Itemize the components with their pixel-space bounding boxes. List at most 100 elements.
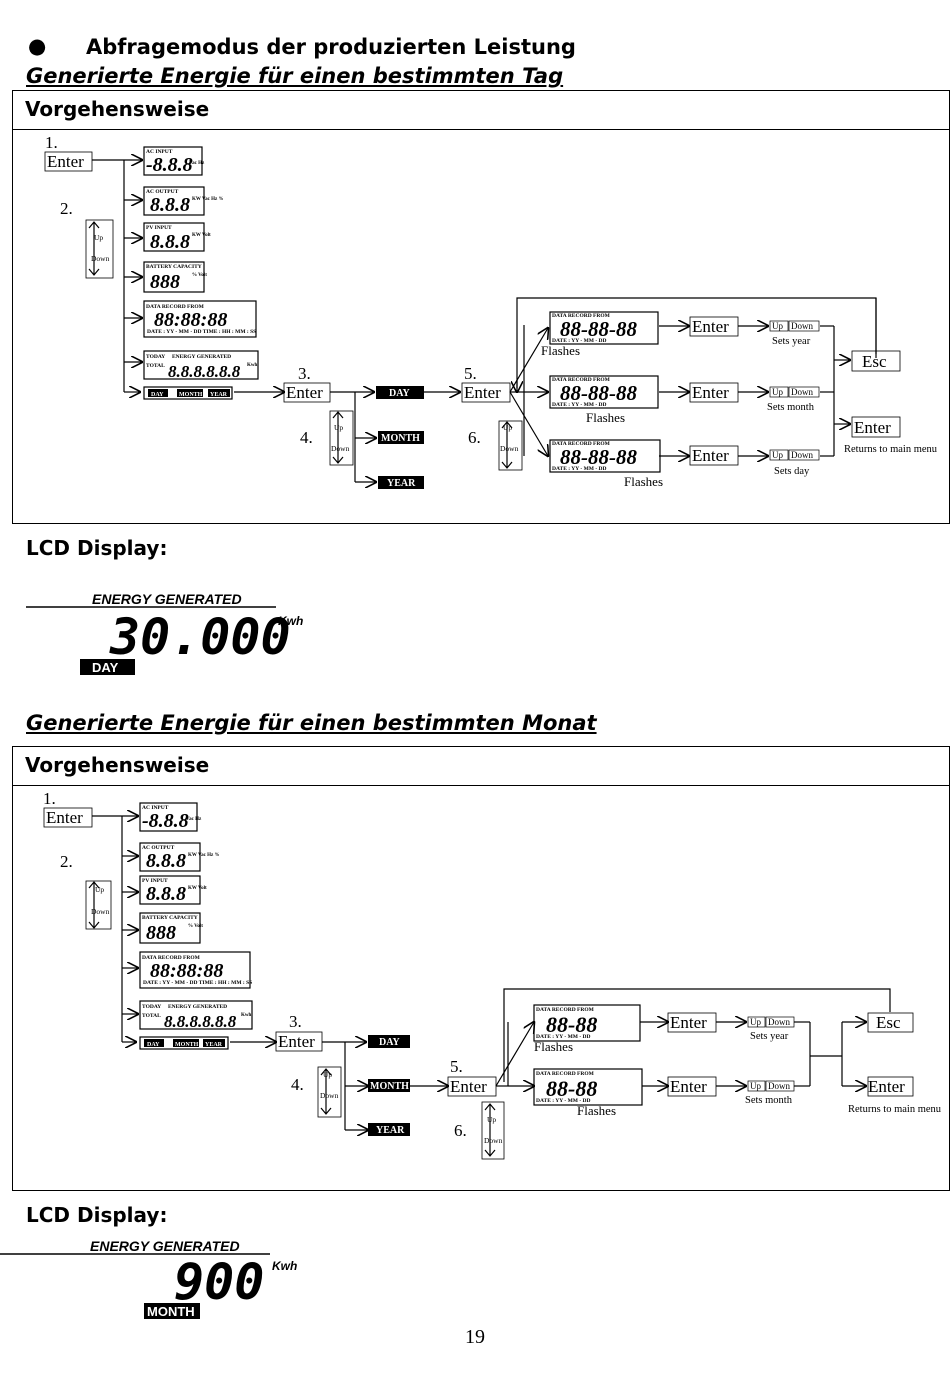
lcd-label: DATA RECORD FROM <box>536 1071 595 1077</box>
down-button[interactable]: Down <box>791 387 813 397</box>
year-button[interactable]: YEAR <box>376 1125 405 1136</box>
day-lcd-display: ENERGY GENERATED 30.000 Kwh DAY <box>26 591 303 675</box>
day-button[interactable]: DAY <box>379 1037 401 1048</box>
step-5: 5. <box>450 1057 463 1076</box>
lcd-label: PV INPUT <box>142 878 168 884</box>
sets-year: Sets year <box>750 1031 789 1042</box>
up-label: Up <box>503 423 512 432</box>
lcd-unit: % Volt <box>192 273 207 278</box>
lcd-label: DATA RECORD FROM <box>536 1007 595 1013</box>
lcd-display-heading: LCD Display: <box>26 1203 168 1227</box>
lcd-label: DATE : YY - MM - DD TIME : HH : MM : SS <box>143 980 252 986</box>
up-label: Up <box>487 1115 496 1124</box>
up-button[interactable]: Up <box>772 321 783 331</box>
lcd-label: DATE : YY - MM - DD <box>552 402 607 408</box>
lcd-label: AC OUTPUT <box>146 189 179 195</box>
step-2: 2. <box>60 852 73 871</box>
lcd-label: AC INPUT <box>142 805 169 811</box>
lcd-unit: Kwh <box>272 1259 297 1273</box>
enter-button-1[interactable]: Enter <box>47 152 84 171</box>
down-button[interactable]: Down <box>791 321 813 331</box>
sets-day: Sets day <box>774 466 810 477</box>
lcd-label: TOTAL <box>142 1013 161 1019</box>
flashes-label: Flashes <box>577 1103 616 1118</box>
sets-month: Sets month <box>767 402 815 413</box>
sets-year: Sets year <box>772 336 811 347</box>
day-procedure-frame: Vorgehensweise <box>12 90 950 524</box>
up-button[interactable]: Up <box>772 387 783 397</box>
down-label: Down <box>320 1091 339 1100</box>
down-button[interactable]: Down <box>768 1017 790 1027</box>
year-button[interactable]: YEAR <box>387 478 416 489</box>
sets-month: Sets month <box>745 1095 793 1106</box>
up-button[interactable]: Up <box>772 450 783 460</box>
step-3: 3. <box>298 364 311 383</box>
enter-button-3[interactable]: Enter <box>278 1032 315 1051</box>
lcd-label: DATA RECORD FROM <box>146 304 205 310</box>
lcd-label: ENERGY GENERATED <box>172 354 231 360</box>
step-1: 1. <box>45 133 58 152</box>
lcd-digits: 88-88-88 <box>560 381 637 405</box>
up-button[interactable]: Up <box>750 1081 761 1091</box>
down-label: Down <box>91 254 110 263</box>
procedure-title: Vorgehensweise <box>25 97 210 121</box>
down-button[interactable]: Down <box>768 1081 790 1091</box>
lcd-label: TODAY <box>142 1004 161 1010</box>
lcd-unit: KW Volt <box>192 233 211 238</box>
lcd-label: BATTERY CAPACITY <box>146 264 202 270</box>
enter-button-5[interactable]: Enter <box>450 1077 487 1096</box>
enter-day[interactable]: Enter <box>692 446 729 465</box>
lcd-label: PV INPUT <box>146 225 172 231</box>
lcd-digits: 8.8.8.8.8.8 <box>168 362 241 381</box>
flashes-label: Flashes <box>586 410 625 425</box>
step-1: 1. <box>43 789 56 808</box>
enter-month[interactable]: Enter <box>670 1077 707 1096</box>
enter-button-3[interactable]: Enter <box>286 383 323 402</box>
tab-month: MONTH <box>175 1042 199 1048</box>
lcd-digits: 88-88-88 <box>560 445 637 469</box>
lcd-display-heading: LCD Display: <box>26 536 168 560</box>
enter-button-1[interactable]: Enter <box>46 808 83 827</box>
enter-year[interactable]: Enter <box>670 1013 707 1032</box>
lcd-digits: 88-88-88 <box>560 317 637 341</box>
month-procedure-frame: Vorgehensweise <box>12 746 950 1191</box>
month-button[interactable]: MONTH <box>370 1081 409 1092</box>
lcd-unit: Kwh <box>278 614 303 628</box>
up-button[interactable]: Up <box>750 1017 761 1027</box>
enter-year[interactable]: Enter <box>692 317 729 336</box>
step-4: 4. <box>300 428 313 447</box>
lcd-digits: -8.8.8 <box>142 810 189 832</box>
enter-month[interactable]: Enter <box>692 383 729 402</box>
day-button[interactable]: DAY <box>389 388 411 399</box>
month-flow-diagram: 1. 2. 3. 4. 5. 6. Enter Enter Enter Ente… <box>43 789 942 1160</box>
returns-label: Returns to main menu <box>844 444 938 455</box>
down-button[interactable]: Down <box>791 450 813 460</box>
lcd-digits: 8.8.8 <box>150 194 190 216</box>
lcd-label: DATA RECORD FROM <box>552 377 611 383</box>
step-2: 2. <box>60 199 73 218</box>
flashes-label: Flashes <box>624 474 663 489</box>
lcd-unit: KW Vac Hz % <box>192 197 223 202</box>
lcd-digits: 8.8.8 <box>146 883 186 905</box>
enter-final[interactable]: Enter <box>854 418 891 437</box>
lcd-unit: % Volt <box>188 924 203 929</box>
esc-button[interactable]: Esc <box>862 352 887 371</box>
lcd-label: ENERGY GENERATED <box>90 1238 240 1254</box>
lcd-label: DATA RECORD FROM <box>142 955 201 961</box>
month-button[interactable]: MONTH <box>381 433 420 444</box>
lcd-label: TODAY <box>146 354 165 360</box>
esc-button[interactable]: Esc <box>876 1013 901 1032</box>
tab-year: YEAR <box>205 1042 223 1048</box>
lcd-unit: Vac Hz <box>189 161 205 166</box>
lcd-digits: 88:88:88 <box>150 960 223 982</box>
enter-button-5[interactable]: Enter <box>464 383 501 402</box>
lcd-label: DATE : YY - MM - DD <box>536 1034 591 1040</box>
lcd-label: DATE : YY - MM - DD <box>536 1098 591 1104</box>
day-heading: Generierte Energie für einen bestimmten … <box>26 64 564 88</box>
tab-year: YEAR <box>210 392 228 398</box>
lcd-unit: KW Volt <box>188 886 207 891</box>
lcd-label: ENERGY GENERATED <box>168 1004 227 1010</box>
enter-final[interactable]: Enter <box>868 1077 905 1096</box>
down-label: Down <box>484 1136 503 1145</box>
step-5: 5. <box>464 364 477 383</box>
